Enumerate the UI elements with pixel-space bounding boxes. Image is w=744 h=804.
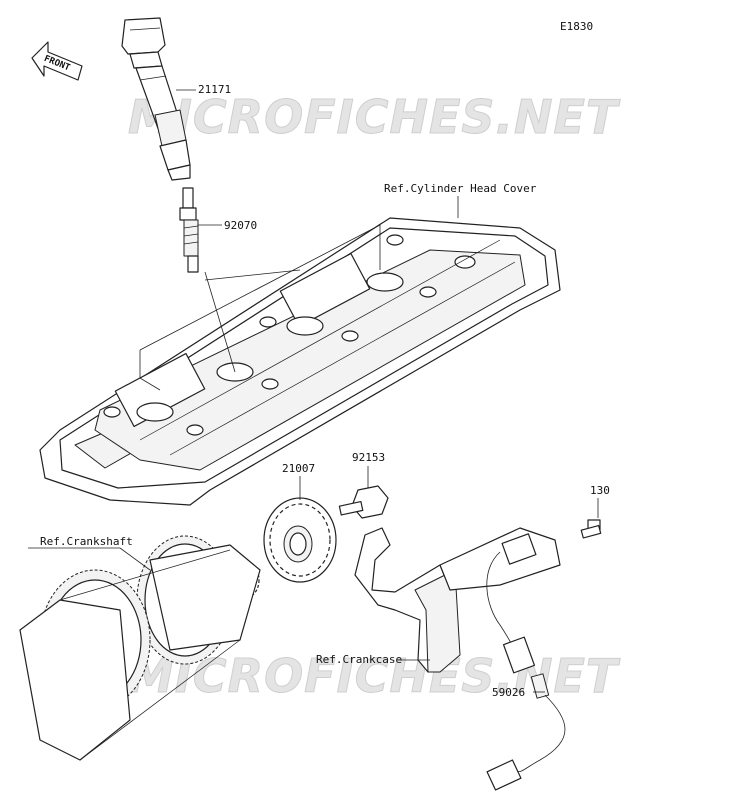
label-ignition-coil: 21171: [198, 83, 231, 96]
label-rotor-bolt: 92153: [352, 451, 385, 464]
ref-crankcase: Ref.Crankcase: [316, 653, 402, 666]
cylinder-head-cover: [39, 217, 561, 506]
label-timing-rotor: 21007: [282, 462, 315, 475]
crankshaft: [19, 535, 261, 761]
ref-cylinder-head-cover: Ref.Cylinder Head Cover: [384, 182, 537, 195]
timing-rotor: [263, 497, 337, 583]
label-sensor-bolt: 130: [590, 484, 610, 497]
sensor-bolt: [580, 519, 602, 539]
ignition-coil: [121, 17, 191, 181]
ref-crankshaft: Ref.Crankshaft: [40, 535, 133, 548]
spark-plug: [179, 187, 199, 273]
front-arrow-icon: FRONT: [31, 41, 83, 81]
watermark-top: MICROFICHES.NET: [128, 90, 621, 144]
rotor-bolt: [338, 485, 389, 519]
label-crank-sensor: 59026: [492, 686, 525, 699]
diagram-code: E1830: [560, 20, 593, 33]
label-spark-plug: 92070: [224, 219, 257, 232]
